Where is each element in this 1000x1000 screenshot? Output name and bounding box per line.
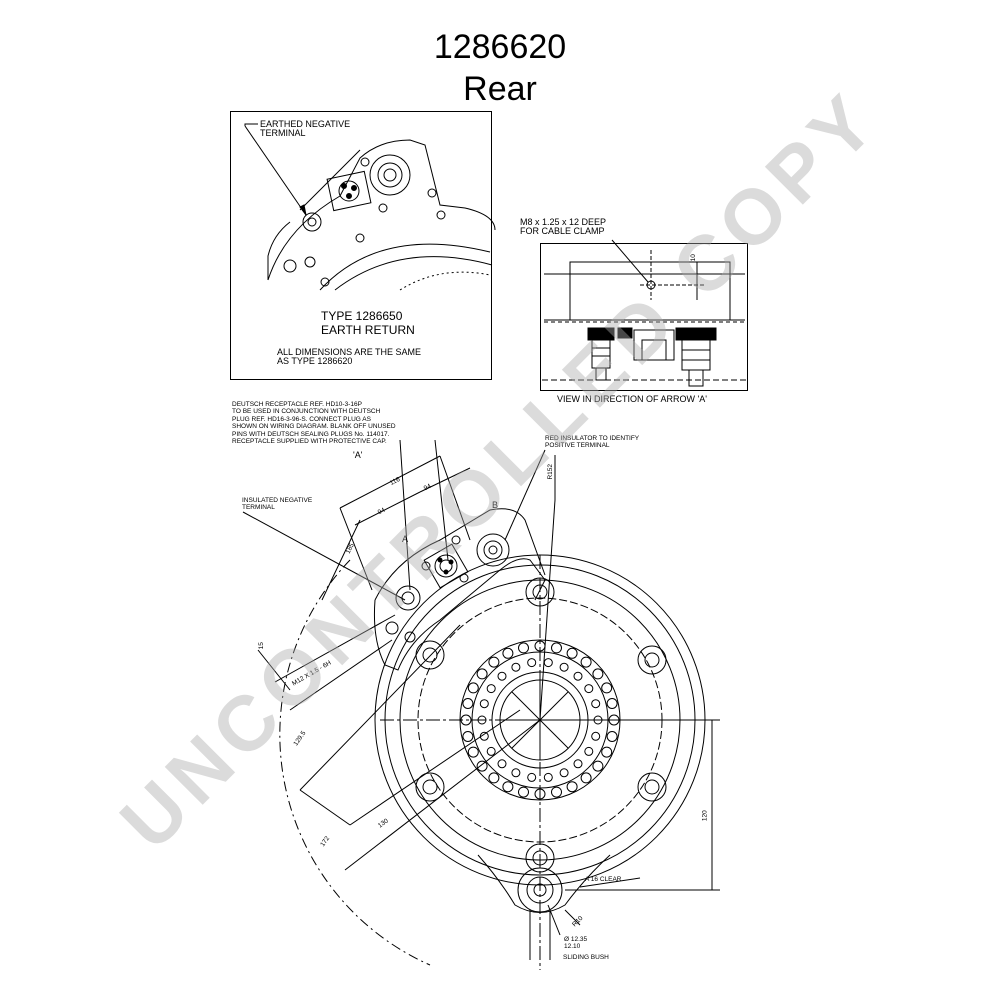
vent-hole xyxy=(502,647,514,659)
vent-hole xyxy=(592,668,604,680)
vent-hole xyxy=(534,788,546,800)
vent-hole xyxy=(573,671,583,681)
vent-hole xyxy=(591,731,601,741)
vent-hole xyxy=(479,731,489,741)
sliding-bush-label: SLIDING BUSH xyxy=(563,954,609,961)
vent-hole xyxy=(559,662,569,672)
vent-hole xyxy=(608,714,620,726)
cable-clamp-callout: M8 x 1.25 x 12 DEEP FOR CABLE CLAMP xyxy=(520,217,607,237)
earthed-negative-callout: EARTHED NEGATIVE TERMINAL xyxy=(260,119,351,139)
insulated-negative-label: INSULATED NEGATIVE TERMINAL xyxy=(242,497,313,512)
vent-hole xyxy=(488,656,500,668)
vent-hole xyxy=(527,658,537,668)
type-line-1: TYPE 1286650 xyxy=(321,309,403,323)
arrow-inset-drawing xyxy=(542,239,746,387)
vent-hole xyxy=(460,714,472,726)
vent-hole xyxy=(486,684,496,694)
vent-hole xyxy=(534,640,546,652)
vent-hole xyxy=(497,671,507,681)
arrow-view-inset xyxy=(540,243,748,391)
vent-hole xyxy=(497,759,507,769)
vent-hole xyxy=(592,760,604,772)
vent-hole xyxy=(476,668,488,680)
vent-hole xyxy=(601,746,613,758)
vent-hole xyxy=(566,781,578,793)
vent-hole xyxy=(511,768,521,778)
terminal-a-label: A xyxy=(402,534,409,544)
vent-hole xyxy=(593,715,603,725)
deutsch-receptacle-note: DEUTSCH RECEPTACLE REF. HD10-3-16P TO BE… xyxy=(232,401,396,446)
view-title: Rear xyxy=(463,70,537,108)
vent-hole xyxy=(518,642,529,654)
dim-r152: R152 xyxy=(547,463,555,480)
vent-hole xyxy=(606,698,618,709)
vent-hole xyxy=(462,731,474,742)
arrow-a-label: 'A' xyxy=(353,450,363,460)
earth-return-inset xyxy=(230,111,492,380)
vent-hole xyxy=(527,772,537,782)
vent-hole xyxy=(462,698,474,709)
terminal-b-label: B xyxy=(492,500,499,510)
vent-hole xyxy=(606,731,618,742)
dim-10: 10 xyxy=(689,254,697,262)
vent-hole xyxy=(543,772,553,782)
dimensions-note: ALL DIMENSIONS ARE THE SAME AS TYPE 1286… xyxy=(277,347,422,367)
vent-hole xyxy=(476,760,488,772)
part-number-title: 1286620 xyxy=(433,28,567,66)
vent-hole xyxy=(511,662,521,672)
vent-hole xyxy=(559,768,569,778)
vent-hole xyxy=(573,759,583,769)
type-line-2: EARTH RETURN xyxy=(321,323,415,337)
alternator-rear-view xyxy=(242,439,720,970)
earth-inset-drawing xyxy=(244,123,496,291)
vent-hole xyxy=(518,786,529,798)
vent-hole xyxy=(467,682,479,694)
vent-hole xyxy=(551,786,562,798)
red-insulator-note: RED INSULATOR TO IDENTIFY POSITIVE TERMI… xyxy=(545,435,640,450)
vent-hole xyxy=(551,642,562,654)
vent-hole xyxy=(584,746,594,756)
vent-hole xyxy=(591,699,601,709)
dim-a16-clear: A 16 CLEAR xyxy=(585,876,622,883)
dim-120: 120 xyxy=(701,810,709,822)
vent-hole xyxy=(601,682,613,694)
vent-hole xyxy=(477,715,487,725)
vent-hole xyxy=(467,746,479,758)
vent-hole xyxy=(488,772,500,784)
dim-15: 15 xyxy=(257,642,265,650)
vent-hole xyxy=(502,781,514,793)
vent-hole xyxy=(543,658,553,668)
vent-hole xyxy=(580,772,592,784)
vent-hole xyxy=(566,647,578,659)
bush-diameter: Ø 12.35 12.10 xyxy=(564,936,588,951)
vent-hole xyxy=(479,699,489,709)
vent-hole xyxy=(486,746,496,756)
vent-hole xyxy=(580,656,592,668)
arrow-view-caption: VIEW IN DIRECTION OF ARROW 'A' xyxy=(557,394,707,404)
rectifier-hole-ring xyxy=(460,640,620,800)
vent-hole xyxy=(584,684,594,694)
